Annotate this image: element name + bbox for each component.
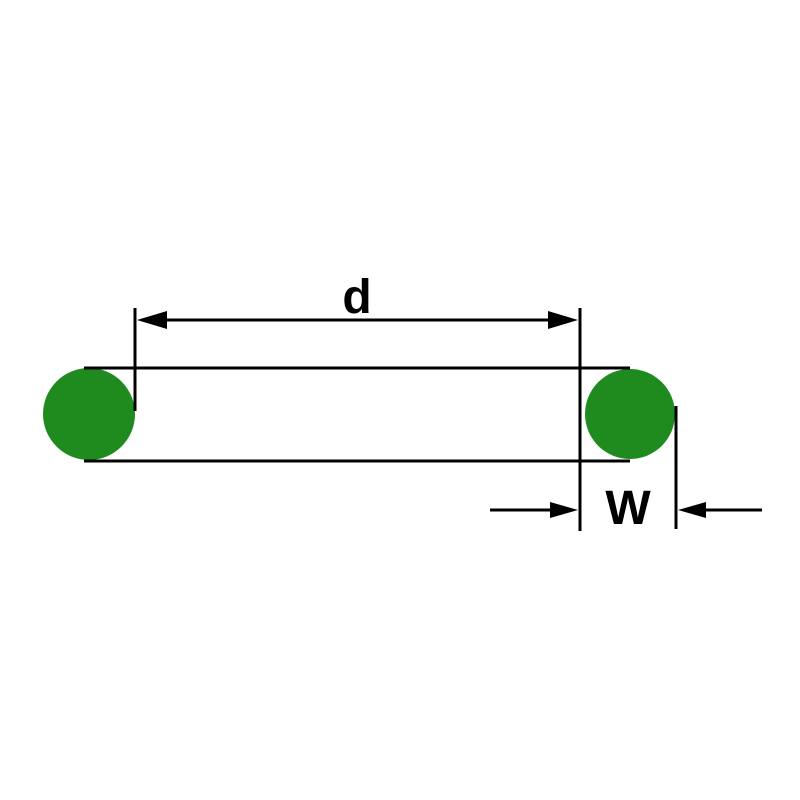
oring-section-right bbox=[585, 369, 675, 459]
arrowheads bbox=[137, 311, 706, 518]
dimension-labels: d W bbox=[342, 271, 651, 535]
oring-cross-sections bbox=[43, 368, 675, 460]
d-arrowhead-left bbox=[137, 311, 167, 329]
label-inner-diameter-d: d bbox=[342, 271, 371, 324]
diagram-lines bbox=[84, 308, 762, 531]
w-arrowhead-right bbox=[678, 502, 706, 518]
d-arrowhead-right bbox=[548, 311, 578, 329]
label-cross-section-w: W bbox=[605, 482, 651, 535]
oring-section-left bbox=[43, 368, 135, 460]
w-arrowhead-left bbox=[550, 502, 578, 518]
